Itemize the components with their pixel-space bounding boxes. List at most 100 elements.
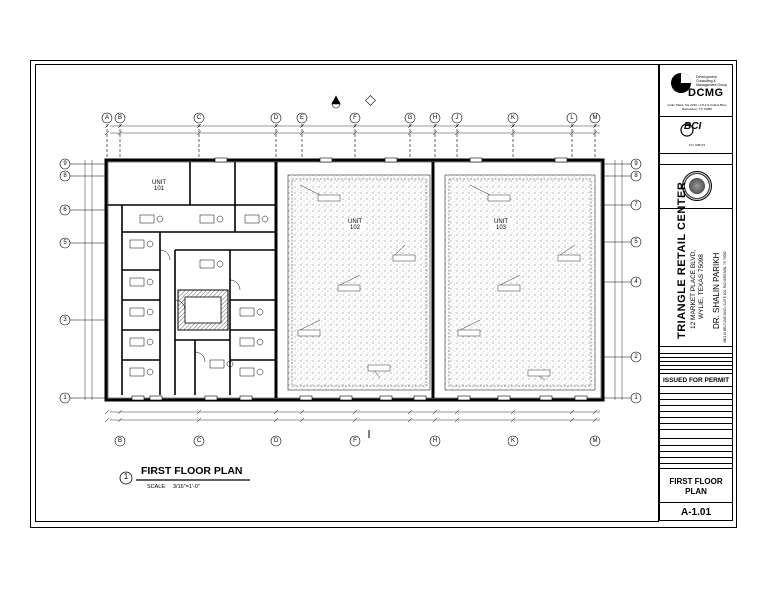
dimension-lines xyxy=(84,125,623,421)
column-label-d: D xyxy=(273,438,279,444)
unit-103-slab xyxy=(444,174,596,391)
drawing-border xyxy=(35,64,659,522)
column-grid xyxy=(101,112,601,447)
column-label-l: L xyxy=(570,115,574,121)
unit-101-walls xyxy=(108,162,275,395)
column-bubble-f xyxy=(349,112,361,124)
firm-address: Collin Plaza, Ste 2236 • 1714 N Collins … xyxy=(667,103,727,111)
project-name: TRIANGLE RETAIL CENTER xyxy=(676,181,688,339)
column-bubble-c xyxy=(193,435,205,447)
firm-tagline: Development Consulting & Management Grou… xyxy=(696,75,728,87)
firm-logo-section: Development Consulting & Management Grou… xyxy=(660,65,732,117)
sheet-number: A-1.01 xyxy=(680,507,711,518)
column-label-k: K xyxy=(510,438,515,444)
sheet-number-section: A-1.01 xyxy=(660,503,732,522)
engineer-seal-icon xyxy=(682,171,712,201)
row-label-left-1: 1 xyxy=(63,395,67,401)
unit-101-name: UNIT xyxy=(152,180,166,186)
column-bubble-b xyxy=(114,435,126,447)
note-leaders xyxy=(297,184,581,381)
row-grid xyxy=(59,158,642,404)
project-address-2: WYLIE, TEXAS 75098 xyxy=(698,254,705,319)
unit-101-fixtures xyxy=(129,214,269,377)
row-label-left-3: 3 xyxy=(63,317,67,323)
section-markers xyxy=(331,95,376,438)
drawing-number-bubble xyxy=(119,471,133,485)
project-info-section: TRIANGLE RETAIL CENTER 12 MARKET PLACE B… xyxy=(660,182,732,347)
row-label-right-4: 4 xyxy=(634,279,638,285)
row-label-right-7: 7 xyxy=(634,202,638,208)
storefront-windows xyxy=(131,157,588,401)
column-bubble-h xyxy=(429,435,441,447)
engineer-section: BCI F.N. 608173 xyxy=(660,117,732,165)
column-label-c: C xyxy=(196,115,202,121)
column-label-g: G xyxy=(407,115,413,121)
sheet-title-section: FIRST FLOOR PLAN xyxy=(660,469,732,503)
scale-value: 3/16"=1'-0" xyxy=(173,484,200,490)
unit-103-name: UNIT xyxy=(494,219,508,225)
engineer-firm-number: F.N. 608173 xyxy=(688,143,706,147)
sheet-title-line-2: PLAN xyxy=(685,487,707,496)
exterior-wall xyxy=(104,158,605,402)
column-label-f: F xyxy=(353,438,357,444)
column-bubble-k xyxy=(507,112,519,124)
column-label-e: E xyxy=(299,115,304,121)
client-address: 3601 W BELTLINE BLVD, SUITE 100, RICHARD… xyxy=(723,251,727,343)
column-bubble-d xyxy=(270,112,282,124)
outer-border xyxy=(30,60,737,528)
column-label-f: F xyxy=(353,115,357,121)
column-label-c: C xyxy=(196,438,202,444)
row-label-left-9: 9 xyxy=(63,161,67,167)
sheet-title-line-1: FIRST FLOOR xyxy=(669,477,723,486)
column-label-k: K xyxy=(510,115,515,121)
column-bubble-e xyxy=(296,112,308,124)
unit-101-number: 101 xyxy=(153,186,164,192)
dimension-ticks xyxy=(104,123,598,423)
drawing-title: FIRST FLOOR PLAN xyxy=(141,465,243,477)
column-label-d: D xyxy=(273,115,279,121)
copyright-section: ISSUED FOR PERMIT xyxy=(660,347,732,387)
engineer-name: BCI xyxy=(684,121,702,132)
column-bubble-d xyxy=(270,435,282,447)
dcmg-logo-icon xyxy=(671,73,691,93)
row-label-right-2: 2 xyxy=(634,354,638,360)
revision-table xyxy=(660,387,732,439)
unit-103-number: 103 xyxy=(495,225,506,231)
unit-102-slab xyxy=(287,174,431,391)
column-label-a: A xyxy=(104,115,109,121)
client-name: DR. SHALIN PARIKH xyxy=(712,252,721,329)
firm-name: DCMG xyxy=(688,87,724,99)
column-label-b: B xyxy=(117,438,122,444)
column-bubble-g xyxy=(404,112,416,124)
bci-logo-icon xyxy=(680,123,694,137)
issue-status: ISSUED FOR PERMIT xyxy=(662,377,730,384)
row-label-right-9: 9 xyxy=(634,161,638,167)
row-label-right-8: 8 xyxy=(634,173,638,179)
column-label-m: M xyxy=(592,438,598,444)
row-label-left-5: 5 xyxy=(63,240,67,246)
unit-102-number: 102 xyxy=(349,225,360,231)
row-label-right-1: 1 xyxy=(634,395,638,401)
seal-section xyxy=(660,165,732,209)
demising-walls xyxy=(274,162,435,398)
column-bubble-f xyxy=(349,435,361,447)
column-bubble-k xyxy=(507,435,519,447)
column-label-m: M xyxy=(592,115,598,121)
column-bubble-a xyxy=(101,112,113,124)
column-bubble-m xyxy=(589,112,601,124)
row-label-right-5: 5 xyxy=(634,239,638,245)
project-address-1: 12 MARKET PLACE BLVD, xyxy=(690,249,697,329)
unit-102-label: UNIT 102 xyxy=(344,219,366,231)
unit-103-label: UNIT 103 xyxy=(490,219,512,231)
column-bubble-b xyxy=(114,112,126,124)
column-bubble-m xyxy=(589,435,601,447)
unit-101-label: UNIT 101 xyxy=(148,180,170,192)
column-label-h: H xyxy=(432,115,438,121)
row-label-left-8: 8 xyxy=(63,173,67,179)
column-bubble-c xyxy=(193,112,205,124)
title-block: Development Consulting & Management Grou… xyxy=(659,64,733,521)
column-bubble-l xyxy=(566,112,578,124)
drawing-number: 1 xyxy=(123,472,129,481)
